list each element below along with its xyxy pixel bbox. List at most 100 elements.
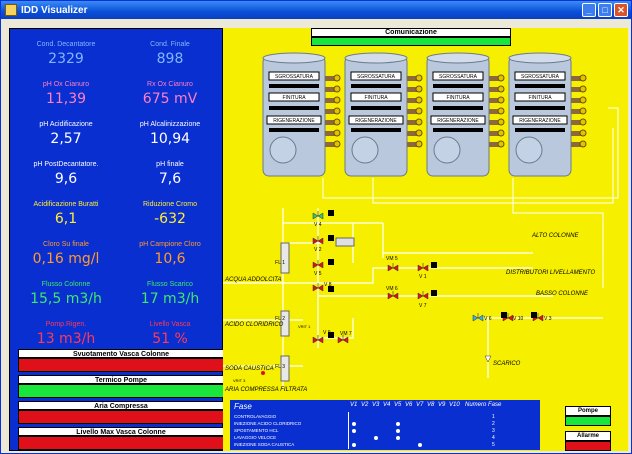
valve-vm6-icon <box>387 292 394 300</box>
filter-fl2 <box>280 310 290 337</box>
column-valve-icon <box>333 140 341 148</box>
column-pipe-stub <box>489 120 499 125</box>
pipe <box>512 178 604 288</box>
phase-valve-active-dot <box>418 443 422 447</box>
column-valve-icon <box>333 129 341 137</box>
phase-valve-active-dot <box>352 443 356 447</box>
communication-status-bar <box>311 37 511 46</box>
column-valve-icon <box>579 140 587 148</box>
communication-label: Comunicazione <box>311 28 511 37</box>
valve-status-square <box>328 259 334 265</box>
column-valve-icon <box>415 118 423 126</box>
column-valve-icon <box>497 96 505 104</box>
phase-table-grid <box>348 412 538 449</box>
measure-label: pH PostDecantatore. <box>33 161 99 168</box>
sgrossatura-label-box <box>514 71 566 81</box>
valve-status-square <box>328 235 334 241</box>
valve-v4-icon-label: V 4 <box>314 222 322 228</box>
phase-table-header: V2 <box>361 402 369 408</box>
separator-bar <box>351 84 401 88</box>
finitura-label-box <box>432 92 484 102</box>
rigenerazione-label-box <box>348 115 404 125</box>
measure-label: pH finale <box>156 161 184 168</box>
valve-vm5-icon <box>387 264 394 272</box>
phase-table-header: V6 <box>405 402 413 408</box>
measure-label: Livello Vasca <box>149 321 191 328</box>
phase-name: INIEZIONE ACIDO CLORIDRICO <box>234 421 302 426</box>
measure-value: 10,94 <box>149 131 191 147</box>
measure-label: Flusso Colonne <box>41 281 91 288</box>
measure-value: 6,1 <box>54 211 78 227</box>
phase-table-header: Numero Fase <box>465 402 502 408</box>
column-tank-top <box>262 52 326 64</box>
sgrossatura-label: SGROSSATURA <box>275 74 314 80</box>
column-valve-icon <box>415 107 423 115</box>
sgrossatura-label: SGROSSATURA <box>357 74 396 80</box>
minimize-button[interactable]: _ <box>582 3 596 17</box>
valve-status-square <box>328 210 334 216</box>
separator-bar <box>351 106 401 110</box>
valve-v3-icon-label: V 3 <box>544 316 552 322</box>
alarm-active-indicator <box>565 441 611 451</box>
separator-bar <box>269 128 319 132</box>
column-pipe-stub <box>571 131 581 136</box>
acido-cloridrico-label: ACIDO CLORIDRICO <box>224 322 284 328</box>
column-tank-top <box>344 52 408 64</box>
valve-status-square <box>328 332 334 338</box>
status-label: Livello Max Vasca Colonne <box>18 427 224 436</box>
phase-number: 3 <box>492 428 495 434</box>
column-pipe-stub <box>489 87 499 92</box>
sgrossatura-label: SGROSSATURA <box>439 74 478 80</box>
phase-number: 5 <box>492 442 495 448</box>
valve-v6-icon <box>477 314 484 322</box>
drain-icon <box>484 355 492 363</box>
separator-bar <box>433 84 483 88</box>
valve-v10-icon-label: V 10 <box>513 316 524 322</box>
close-button[interactable]: ✕ <box>614 3 628 17</box>
phase-valve-active-dot <box>396 422 400 426</box>
rigenerazione-label: RIGENERAZIONE <box>519 118 561 124</box>
measure-value: 2,57 <box>50 131 82 147</box>
phase-table-header: V4 <box>383 402 391 408</box>
maximize-button[interactable]: □ <box>598 3 612 17</box>
fl3-label: FL 3 <box>275 364 285 370</box>
column-valve-icon <box>497 129 505 137</box>
valve-vm7-icon <box>342 336 349 344</box>
column-valve-icon <box>497 118 505 126</box>
column-valve-icon <box>333 85 341 93</box>
vrit3-label: VRIT 3 <box>233 378 246 383</box>
measure-value: -632 <box>154 211 186 227</box>
valve-v7-icon <box>417 292 424 300</box>
valve-v1-icon <box>422 264 429 272</box>
valve-status-square <box>531 312 537 318</box>
column-valve-icon <box>333 118 341 126</box>
valve-v1-icon <box>417 264 424 272</box>
valve-v2-icon-label: V 2 <box>314 247 322 253</box>
valve-v4-icon <box>312 212 319 220</box>
valve-status-square <box>501 312 507 318</box>
phase-name: LAVAGGIO VELOCE <box>234 435 277 440</box>
measure-value: 675 mV <box>142 91 198 107</box>
finitura-label: FINITURA <box>282 95 306 101</box>
column-pipe-stub <box>489 76 499 81</box>
measure-label: Pomp.Rigen. <box>45 321 87 328</box>
measure-value: 10,6 <box>154 251 186 267</box>
rigenerazione-label: RIGENERAZIONE <box>273 118 315 124</box>
plant-schematic: SGROSSATURA FINITURA RIGENERAZIONE SGROSSAT… <box>223 52 619 393</box>
valve-v5-icon <box>312 261 319 269</box>
column-valve-icon <box>579 118 587 126</box>
separator-bar <box>433 106 483 110</box>
valve-v9-icon <box>317 336 324 344</box>
rigenerazione-label: RIGENERAZIONE <box>437 118 479 124</box>
column-valve-icon <box>497 140 505 148</box>
column-pipe-stub <box>325 87 335 92</box>
phase-name: INIEZIONE SODA CAUSTICA <box>234 442 295 447</box>
pumps-columns-label: Pompe Colonne <box>565 406 611 423</box>
measure-label: Cond. Decantatore <box>36 41 96 48</box>
status-label: Termico Pompe <box>18 375 224 384</box>
phase-name: CONTROLAVAGGIO <box>234 414 277 419</box>
measure-label: Cond. Finale <box>150 41 190 48</box>
column-valve-icon <box>497 74 505 82</box>
